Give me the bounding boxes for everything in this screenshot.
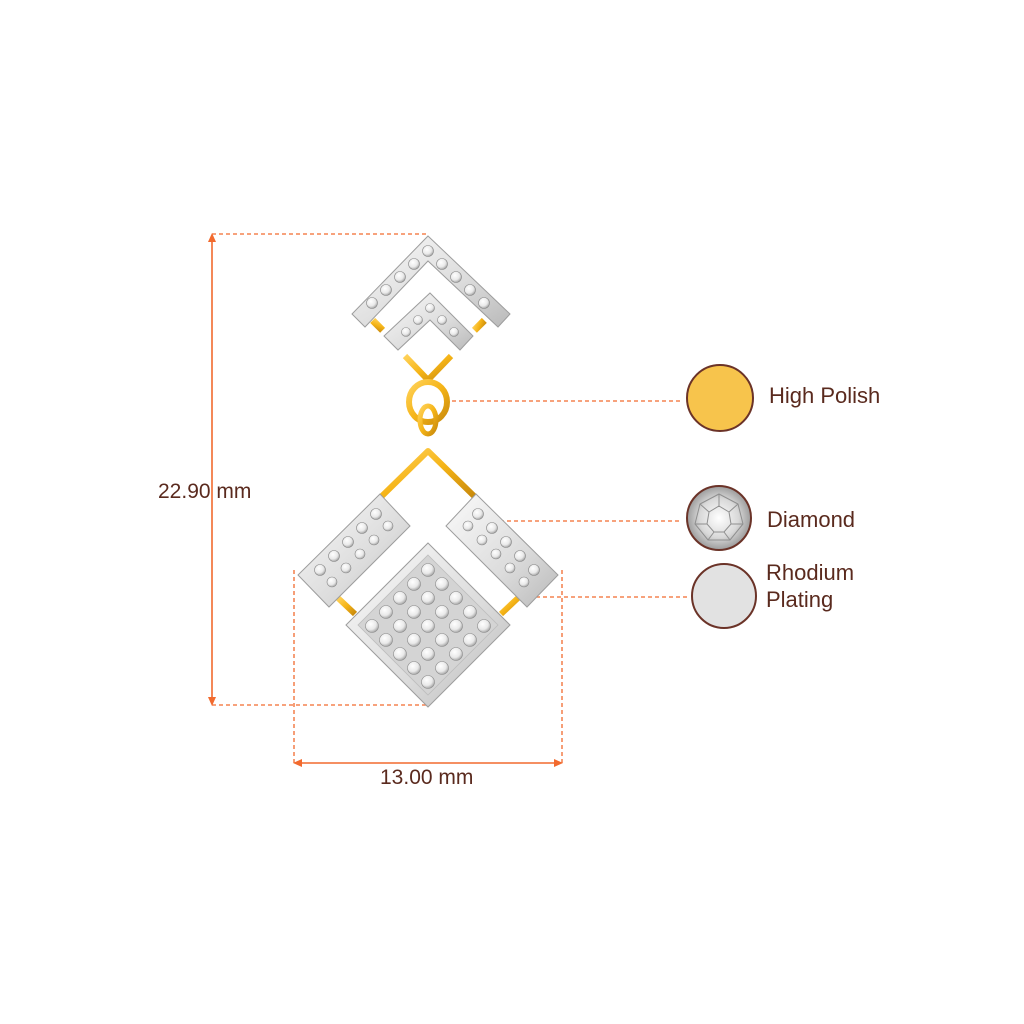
width-dim-arrow-left [293,759,302,767]
center-gems [365,563,491,689]
width-dimension [293,570,563,767]
width-dim-arrow-right [554,759,563,767]
legend-label-diamond: Diamond [767,507,856,532]
pendant-gold-frame [335,448,521,617]
width-dimension-label: 13.00 mm [380,766,474,789]
high-polish-swatch [686,364,754,432]
top-stud [351,235,511,383]
top-inner-chevron [383,292,474,351]
jump-ring [406,379,450,437]
legend-swatches [686,364,757,629]
rhodium-swatch [691,563,757,629]
height-dim-arrow-bottom [208,697,216,706]
height-dimension-label: 22.90 mm [158,480,252,503]
pendant-right-bar [445,493,559,608]
earring-illustration [297,235,559,708]
height-dim-arrow-top [208,233,216,242]
top-gold-connector-left [370,317,386,333]
legend-label-rhodium-line1: Rhodium [766,560,855,585]
pendant-center-square [345,542,511,708]
height-dimension [208,233,428,706]
leader-lines [452,400,688,598]
jump-ring-outer [406,379,450,425]
legend-label-high-polish: High Polish [769,383,881,408]
jump-ring-inner [417,403,439,437]
top-gems [366,245,490,337]
top-gold-v [402,353,454,383]
top-gold-connector-right [471,317,487,333]
pendant-left-bar [297,493,411,608]
diamond-swatch [686,485,752,551]
legend-label-rhodium: Rhodium Plating [766,559,854,613]
legend-label-rhodium-line2: Plating [766,587,834,612]
